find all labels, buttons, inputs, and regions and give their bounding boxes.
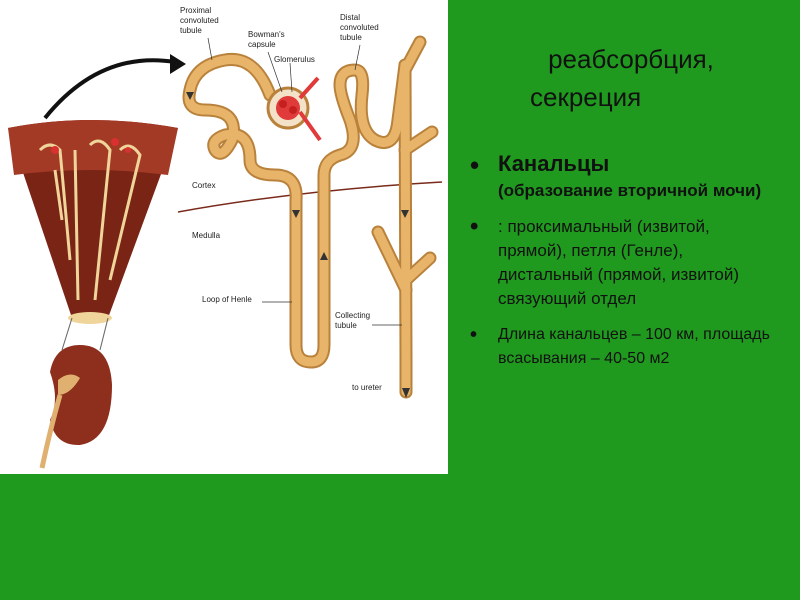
label-distal-3: tubule [340,33,362,42]
label-proximal-1: Proximal [180,6,211,15]
kidney-wedge [8,120,178,324]
bullet-sections: • : проксимальный (извитой, прямой), пет… [470,215,770,311]
bullet-dot: • [470,324,478,346]
title-line-2: секреция [530,82,642,112]
label-bowman-1: Bowman's [248,30,285,39]
bullet-dot: • [470,150,480,180]
zoom-arrow [43,58,176,120]
bullet-length-text: Длина канальцев – 100 км, площадь всасыв… [498,326,770,367]
slide-title: реабсорбция, секреция [470,40,770,116]
label-collecting-2: tubule [335,321,357,330]
label-medulla: Medulla [192,231,221,240]
bullet-dot: • [470,213,479,240]
label-to-ureter: to ureter [352,383,382,392]
kidney-whole [39,317,112,469]
bullet-list: • Канальцы (образование вторичной мочи) … [470,150,770,371]
bullet-sections-text: : проксимальный (извитой, прямой), петля… [498,217,740,308]
nephron-tubules [182,35,439,399]
label-distal-2: convoluted [340,23,379,32]
label-collecting-1: Collecting [335,311,370,320]
bullet-subheading: (образование вторичной мочи) [498,181,762,200]
label-loop-of-henle: Loop of Henle [202,295,252,304]
title-line-1: реабсорбция, [548,44,714,74]
bullet-heading: Канальцы [498,151,610,176]
label-proximal-2: convoluted [180,16,219,25]
flow-arrows [186,92,410,398]
bullet-length: • Длина канальцев – 100 км, площадь всас… [470,323,770,371]
label-proximal-3: tubule [180,26,202,35]
bullet-tubules: • Канальцы (образование вторичной мочи) [470,150,770,203]
nephron-diagram: Proximal convoluted tubule Bowman's caps… [8,6,443,469]
label-distal-1: Distal [340,13,360,22]
label-glomerulus: Glomerulus [274,55,315,64]
bowmans-capsule [266,76,322,142]
label-bowman-2: capsule [248,40,276,49]
nephron-figure: Proximal convoluted tubule Bowman's caps… [0,0,448,474]
label-cortex: Cortex [192,181,216,190]
